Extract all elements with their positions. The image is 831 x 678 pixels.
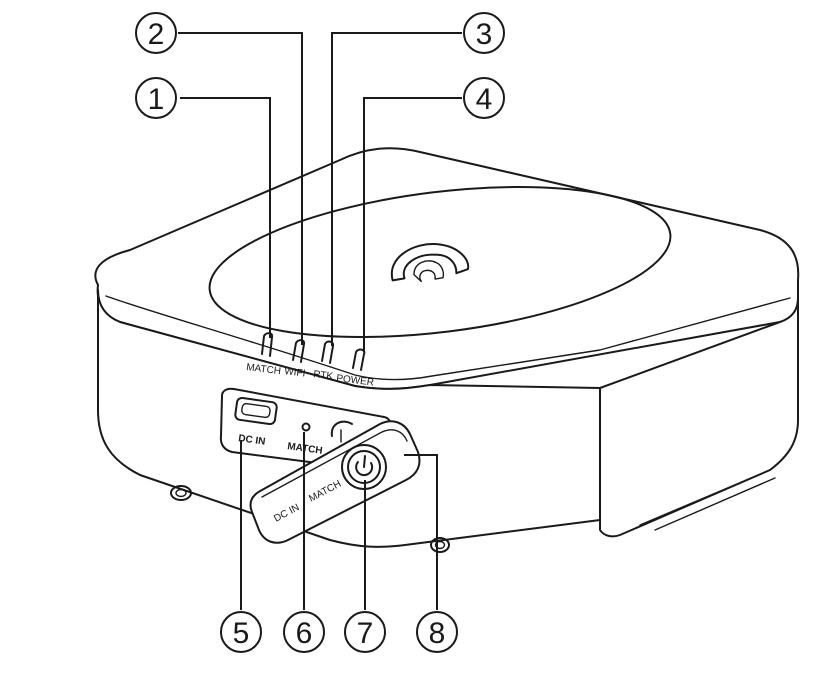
device-body [94,147,800,553]
port-label-dc-in: DC IN [238,433,267,448]
callout-2-number: 2 [148,18,165,51]
leader-1 [180,97,271,338]
callout-4: 4 [463,77,505,119]
leader-3 [331,32,462,346]
screw-hole-left-inner [175,488,187,498]
callout-1: 1 [135,77,177,119]
callout-3-number: 3 [476,18,493,51]
callout-5-number: 5 [233,617,250,650]
dc-in-port-inner [241,402,271,419]
callout-1-number: 1 [148,83,165,116]
top-disc [208,185,672,339]
leader-2 [178,32,303,345]
callout-6-number: 6 [296,617,313,650]
callout-4-number: 4 [476,83,493,116]
led-label-match: MATCH [246,362,282,377]
led-label-rtk: RTK [313,369,334,382]
callouts: 1 2 3 4 5 6 7 8 [135,12,505,653]
top-disc-outline [208,185,672,339]
screw-hole-right-inner [434,540,446,550]
callout-6: 6 [283,611,325,653]
base-ridge [639,469,776,531]
panel-power-button [330,420,353,437]
dc-in-port [234,396,278,426]
screw-hole-left [170,485,192,501]
callout-3: 3 [463,12,505,54]
led-power-icon [352,348,366,371]
port-cover-edge [261,429,408,498]
callout-7: 7 [344,611,386,653]
led-label-wifi: WIFI [284,366,306,379]
port-cover: DC IN MATCH [249,420,421,544]
brand-logo-icon [390,243,470,283]
led-label-power: POWER [336,373,375,389]
callout-5: 5 [220,611,262,653]
screw-hole-right [430,537,450,553]
led-row: MATCH WIFI RTK POWER [246,332,375,389]
power-icon [355,455,374,477]
led-rtk-icon [321,340,335,364]
top-bevel [105,295,791,381]
callout-8: 8 [416,611,458,653]
callout-8-number: 8 [429,617,446,650]
leader-8 [404,454,438,610]
callout-7-number: 7 [357,617,374,650]
leader-lines [178,32,462,610]
device-right-side [599,297,799,538]
callout-2: 2 [135,12,177,54]
leader-4 [363,97,462,352]
match-pinhole [301,422,311,432]
